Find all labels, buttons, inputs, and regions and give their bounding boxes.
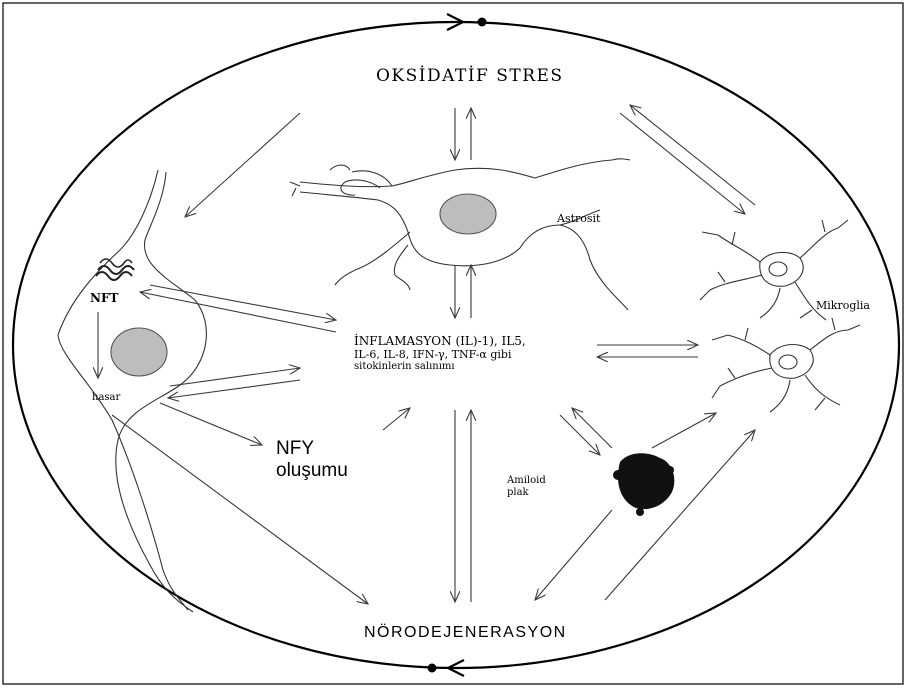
inflammation-block: İNFLAMASYON (IL)-1), IL5, IL-6, IL-8, IF…: [354, 335, 526, 373]
label-nft: NFT: [90, 292, 118, 306]
label-inflammation-line2: IL-6, IL-8, IFN-γ, TNF-α gibi: [354, 349, 526, 362]
amyloid-block: Amiloid plak: [507, 475, 546, 498]
amyloid-plaque: [613, 453, 674, 516]
nfy-block: NFY oluşumu: [276, 438, 348, 482]
astrocyte-cell: [290, 159, 630, 310]
label-microglia: Mikroglia: [816, 300, 870, 313]
label-amyloid-line1: Amiloid: [507, 475, 546, 487]
label-amyloid-line2: plak: [507, 487, 546, 499]
label-oxidative-stress: OKSİDATİF STRES: [376, 67, 564, 87]
label-damage: hasar: [92, 392, 120, 404]
astrocyte-nucleus: [440, 194, 496, 234]
neuron-nucleus: [111, 328, 167, 376]
label-astrocyte: Astrosit: [557, 213, 600, 226]
label-nfy-line2: oluşumu: [276, 460, 348, 482]
label-inflammation-line3: sitokinlerin salınımı: [354, 361, 526, 373]
label-inflammation-line1: İNFLAMASYON (IL)-1), IL5,: [354, 335, 526, 349]
label-nfy-line1: NFY: [276, 438, 348, 460]
label-neurodegeneration: NÖRODEJENERASYON: [364, 624, 567, 642]
microglia-bottom: [712, 318, 860, 412]
neuron-cell: [58, 170, 206, 612]
